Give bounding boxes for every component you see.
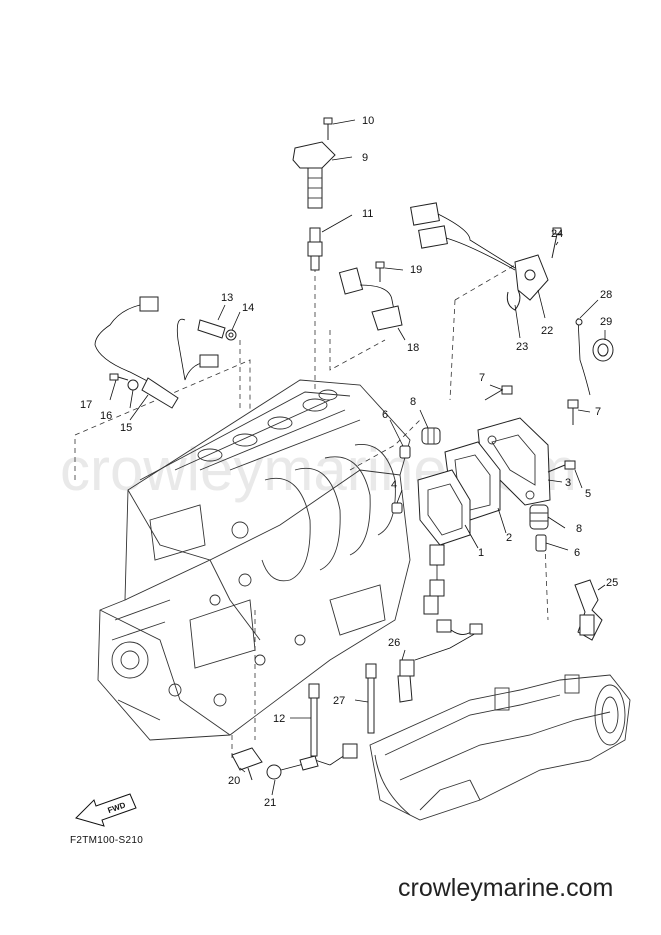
part-16-washer bbox=[127, 379, 139, 391]
part-26-sensor bbox=[397, 623, 483, 703]
callout-26: 26 bbox=[388, 637, 400, 649]
callout-13: 13 bbox=[221, 292, 233, 304]
callout-28: 28 bbox=[600, 289, 612, 301]
part-21-knock-sensor bbox=[266, 743, 358, 780]
callout-6-upper: 6 bbox=[382, 409, 388, 421]
callout-21: 21 bbox=[264, 797, 276, 809]
part-20-sensor bbox=[231, 747, 263, 781]
part-18-sensor bbox=[338, 267, 403, 331]
callout-numbers: 10 9 11 19 24 28 29 22 23 18 13 14 17 16… bbox=[80, 115, 618, 809]
part-12-cable-tie bbox=[308, 683, 320, 757]
part-27-cable-tie bbox=[365, 663, 377, 734]
part-7-bolt-right bbox=[567, 399, 579, 425]
part-13-sensor bbox=[176, 318, 226, 381]
part-25-clip bbox=[574, 579, 603, 641]
callout-16: 16 bbox=[100, 410, 112, 422]
callout-leaders bbox=[109, 119, 606, 796]
callout-29: 29 bbox=[600, 316, 612, 328]
callout-18: 18 bbox=[407, 342, 419, 354]
callout-1: 1 bbox=[478, 547, 484, 559]
callout-4: 4 bbox=[391, 479, 397, 491]
callout-19: 19 bbox=[410, 264, 422, 276]
callout-12: 12 bbox=[273, 713, 285, 725]
callout-5: 5 bbox=[585, 488, 591, 500]
part-6-collar-upper bbox=[399, 445, 411, 459]
part-5-bolt bbox=[547, 460, 576, 473]
callout-14: 14 bbox=[242, 302, 254, 314]
part-15-sensor bbox=[94, 296, 179, 409]
callout-2: 2 bbox=[506, 532, 512, 544]
part-29-grommet bbox=[592, 338, 614, 362]
diagram-code: F2TM100-S210 bbox=[70, 835, 144, 846]
fwd-arrow-icon: FWD bbox=[75, 793, 137, 827]
part-6-collar-lower bbox=[535, 534, 547, 552]
part-9-ignition-coil bbox=[292, 141, 336, 209]
part-28-clamp bbox=[575, 317, 591, 396]
part-1-ecu bbox=[417, 469, 476, 635]
part-11-spark-plug bbox=[307, 227, 323, 271]
engine-block bbox=[97, 379, 411, 741]
callout-3: 3 bbox=[565, 477, 571, 489]
callout-25: 25 bbox=[606, 577, 618, 589]
callout-20: 20 bbox=[228, 775, 240, 787]
callout-10: 10 bbox=[362, 115, 374, 127]
callout-7-right: 7 bbox=[595, 406, 601, 418]
part-14-washer bbox=[225, 329, 237, 341]
assembly-lines bbox=[74, 240, 549, 758]
callout-24: 24 bbox=[551, 228, 563, 240]
callout-8-upper: 8 bbox=[410, 396, 416, 408]
callout-15: 15 bbox=[120, 422, 132, 434]
callout-8-lower: 8 bbox=[576, 523, 582, 535]
part-17-bolt bbox=[109, 373, 129, 381]
part-10-bolt bbox=[323, 117, 333, 140]
exhaust-manifold bbox=[369, 674, 631, 821]
callout-6-lower: 6 bbox=[574, 547, 580, 559]
part-8-grommet-lower bbox=[529, 504, 549, 530]
part-19-bolt bbox=[375, 261, 385, 282]
callout-27: 27 bbox=[333, 695, 345, 707]
part-8-grommet-upper bbox=[421, 427, 441, 445]
callout-11: 11 bbox=[362, 208, 373, 220]
part-4-bolt bbox=[391, 502, 403, 514]
callout-7-upper: 7 bbox=[479, 372, 485, 384]
footer-site-name: crowleymarine.com bbox=[398, 874, 614, 902]
callout-9: 9 bbox=[362, 152, 368, 164]
callout-17: 17 bbox=[80, 399, 92, 411]
callout-23: 23 bbox=[516, 341, 528, 353]
callout-22: 22 bbox=[541, 325, 553, 337]
part-22-harness-sensor bbox=[410, 202, 562, 311]
